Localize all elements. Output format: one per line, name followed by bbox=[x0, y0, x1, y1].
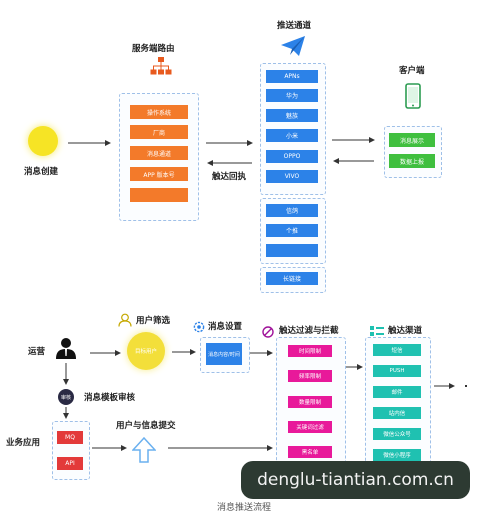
reach-wechat-mini: 微信小程序 bbox=[373, 449, 421, 461]
gear-icon bbox=[193, 318, 205, 333]
phone-icon bbox=[405, 83, 421, 109]
audit-badge: 审核 bbox=[58, 389, 74, 405]
no-entry-icon bbox=[262, 323, 274, 338]
operations-label: 运营 bbox=[28, 347, 46, 357]
diagram-caption: 消息推送流程 bbox=[216, 503, 271, 513]
push-channel-title: 推送通道 bbox=[277, 21, 312, 31]
dispatch-icon bbox=[370, 322, 384, 336]
target-user-text: 目标用户 bbox=[134, 349, 157, 355]
person-icon bbox=[56, 337, 76, 359]
channel-meizu: 魅族 bbox=[266, 109, 318, 122]
channel-xiaomi: 小米 bbox=[266, 129, 318, 142]
reach-channel-label: 触达渠道 bbox=[388, 326, 423, 336]
reach-wechat-official: 微信公众号 bbox=[373, 428, 421, 440]
user-filter-label: 用户筛选 bbox=[136, 316, 171, 326]
watermark-text: denglu-tiantian.com.cn bbox=[257, 470, 454, 490]
reach-inbox: 站内信 bbox=[373, 407, 421, 419]
channel-vivo: VIVO bbox=[266, 170, 318, 183]
mq-box: MQ bbox=[57, 431, 83, 444]
channel-xinge: 信鸽 bbox=[266, 204, 318, 217]
message-create-label: 消息创建 bbox=[24, 167, 59, 177]
template-audit-label: 消息模板审核 bbox=[84, 393, 136, 403]
client-label: 客户端 bbox=[399, 66, 425, 76]
server-item-extra bbox=[130, 188, 188, 202]
client-item-report: 数据上报 bbox=[389, 154, 435, 168]
dot-marker bbox=[465, 385, 467, 387]
server-item-app-version: APP 版本号 bbox=[130, 167, 188, 181]
callback-label: 触达回执 bbox=[212, 172, 247, 182]
message-settings-box: 消息内容/时间 bbox=[206, 343, 242, 365]
reach-sms: 短信 bbox=[373, 344, 421, 356]
reach-push: PUSH bbox=[373, 365, 421, 377]
target-user-circle: 目标用户 bbox=[127, 332, 165, 370]
filter-intercept-label: 触达过滤与拦截 bbox=[279, 326, 339, 336]
channel-extra bbox=[266, 244, 318, 257]
api-box: API bbox=[57, 457, 83, 470]
business-app-label: 业务应用 bbox=[6, 438, 41, 448]
audit-badge-text: 审核 bbox=[60, 394, 71, 401]
filter-keyword: 关键词过滤 bbox=[288, 421, 332, 433]
bulb-icon bbox=[28, 126, 58, 156]
top-flow-arrows bbox=[68, 137, 375, 166]
bottom-flow-arrows bbox=[63, 349, 455, 451]
server-item-channel: 消息通道 bbox=[130, 146, 188, 160]
filter-time-limit: 时间限制 bbox=[288, 345, 332, 357]
channel-oppo: OPPO bbox=[266, 150, 318, 163]
server-routing-label: 服务端路由 bbox=[132, 44, 175, 54]
watermark-banner: denglu-tiantian.com.cn bbox=[241, 461, 470, 499]
reach-panel bbox=[365, 337, 431, 469]
channel-apns: APNs bbox=[266, 70, 318, 83]
reach-email: 邮件 bbox=[373, 386, 421, 398]
org-chart-icon bbox=[150, 57, 172, 75]
business-app-panel bbox=[52, 421, 90, 480]
filter-blacklist: 黑名单 bbox=[288, 446, 332, 458]
submit-label: 用户与信息提交 bbox=[116, 421, 176, 431]
server-item-vendor: 厂商 bbox=[130, 125, 188, 139]
upload-icon bbox=[131, 436, 157, 463]
message-settings-label: 消息设置 bbox=[208, 322, 243, 332]
server-item-os: 操作系统 bbox=[130, 105, 188, 119]
channel-getui: 个推 bbox=[266, 224, 318, 237]
channel-huawei: 华为 bbox=[266, 89, 318, 102]
filter-frequency-limit: 频率限制 bbox=[288, 370, 332, 382]
filter-count-limit: 数量限制 bbox=[288, 396, 332, 408]
paper-plane-icon bbox=[281, 36, 305, 56]
user-icon bbox=[118, 312, 132, 327]
client-item-display: 消息展示 bbox=[389, 133, 435, 147]
channel-long-connection: 长链接 bbox=[266, 272, 318, 285]
